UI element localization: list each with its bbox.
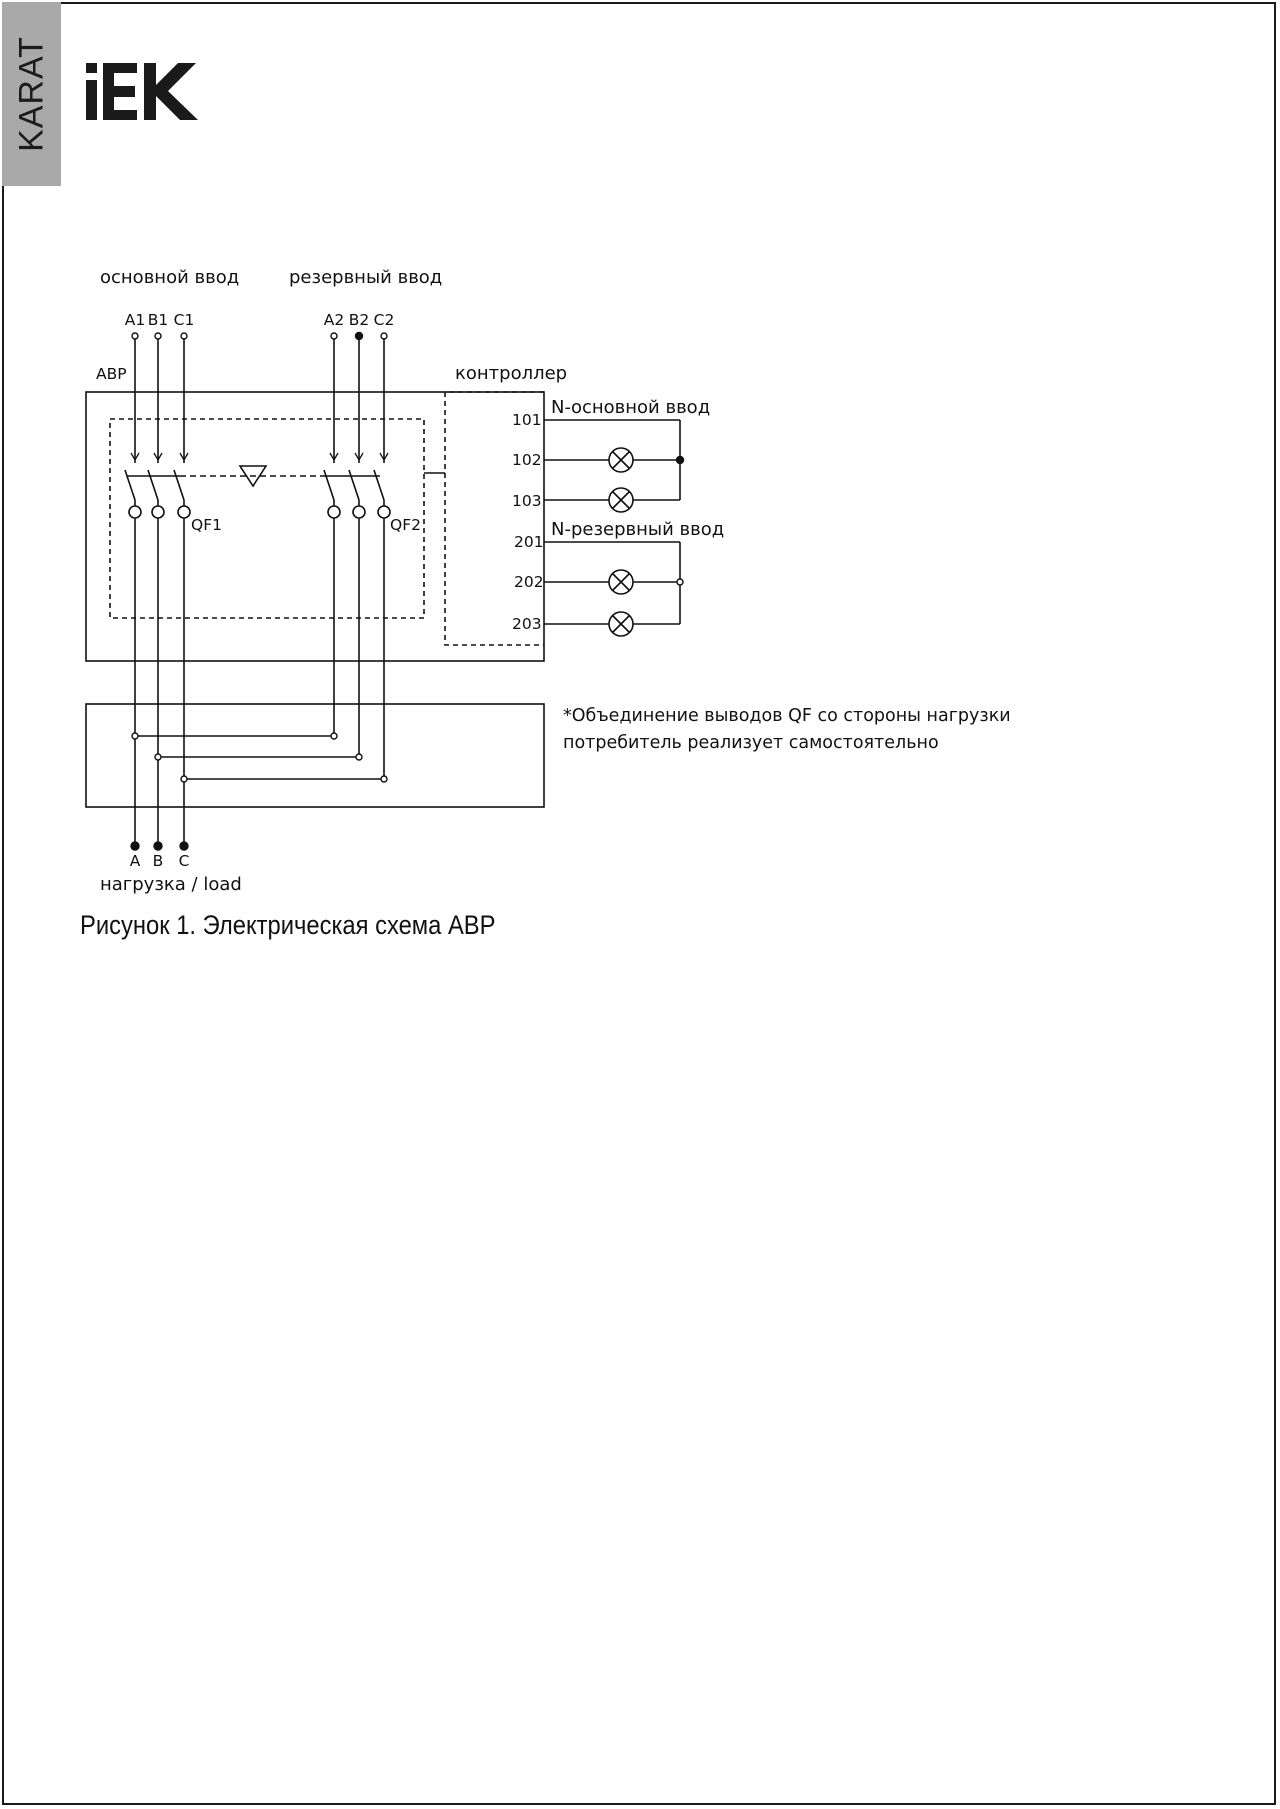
reserve-input-label: резервный ввод [289, 267, 442, 288]
series-tab: KARAT [2, 2, 61, 186]
ats-wiring-diagram: основной ввод резервный ввод A1 B1 C1 A2… [85, 267, 1011, 895]
n-reserve-label: N-резервный ввод [551, 519, 724, 540]
figure-caption: Рисунок 1. Электрическая схема АВР [80, 910, 496, 940]
input-arrows [130, 452, 389, 462]
note-line-1: *Объединение выводов QF со стороны нагру… [563, 706, 1011, 726]
ats-enclosure [85, 391, 545, 662]
note-line-2: потребитель реализует самостоятельно [563, 733, 939, 753]
contact-201: 201 [514, 533, 544, 551]
load-terminal-c: C [179, 852, 190, 870]
n-main-label: N-основной ввод [551, 397, 710, 418]
qf1-contacts [124, 469, 191, 522]
terminal-b2: B2 [349, 311, 370, 329]
switch-module-boundary [109, 418, 425, 619]
terminal-c2: C2 [374, 311, 395, 329]
qf2-label: QF2 [390, 516, 421, 534]
ats-label: АВР [96, 365, 127, 383]
contact-202: 202 [514, 573, 544, 591]
load-junction-block [85, 703, 545, 808]
interlock-symbol [238, 465, 268, 488]
main-input-label: основной ввод [100, 267, 239, 288]
load-terminal-a: A [130, 852, 141, 870]
contact-102: 102 [512, 451, 542, 469]
controller-label: контроллер [455, 363, 567, 384]
contact-203: 203 [512, 615, 542, 633]
terminal-b1: B1 [148, 311, 169, 329]
terminal-a1: A1 [125, 311, 145, 329]
load-label: нагрузка / load [100, 874, 242, 895]
controller-circuits [544, 419, 681, 625]
reserve-input-conductors [333, 336, 385, 779]
load-terminal-b: B [153, 852, 164, 870]
contact-103: 103 [512, 492, 542, 510]
terminal-c1: C1 [174, 311, 195, 329]
main-input-conductors [134, 336, 185, 846]
contact-101: 101 [512, 411, 542, 429]
controller-boundary [444, 391, 544, 646]
iek-logo [86, 63, 198, 120]
qf2-contacts [323, 469, 391, 522]
qf1-label: QF1 [191, 516, 222, 534]
indicator-lamps [608, 447, 634, 637]
load-junction-links [135, 735, 384, 780]
terminals [130, 331, 685, 851]
terminal-a2: A2 [324, 311, 344, 329]
